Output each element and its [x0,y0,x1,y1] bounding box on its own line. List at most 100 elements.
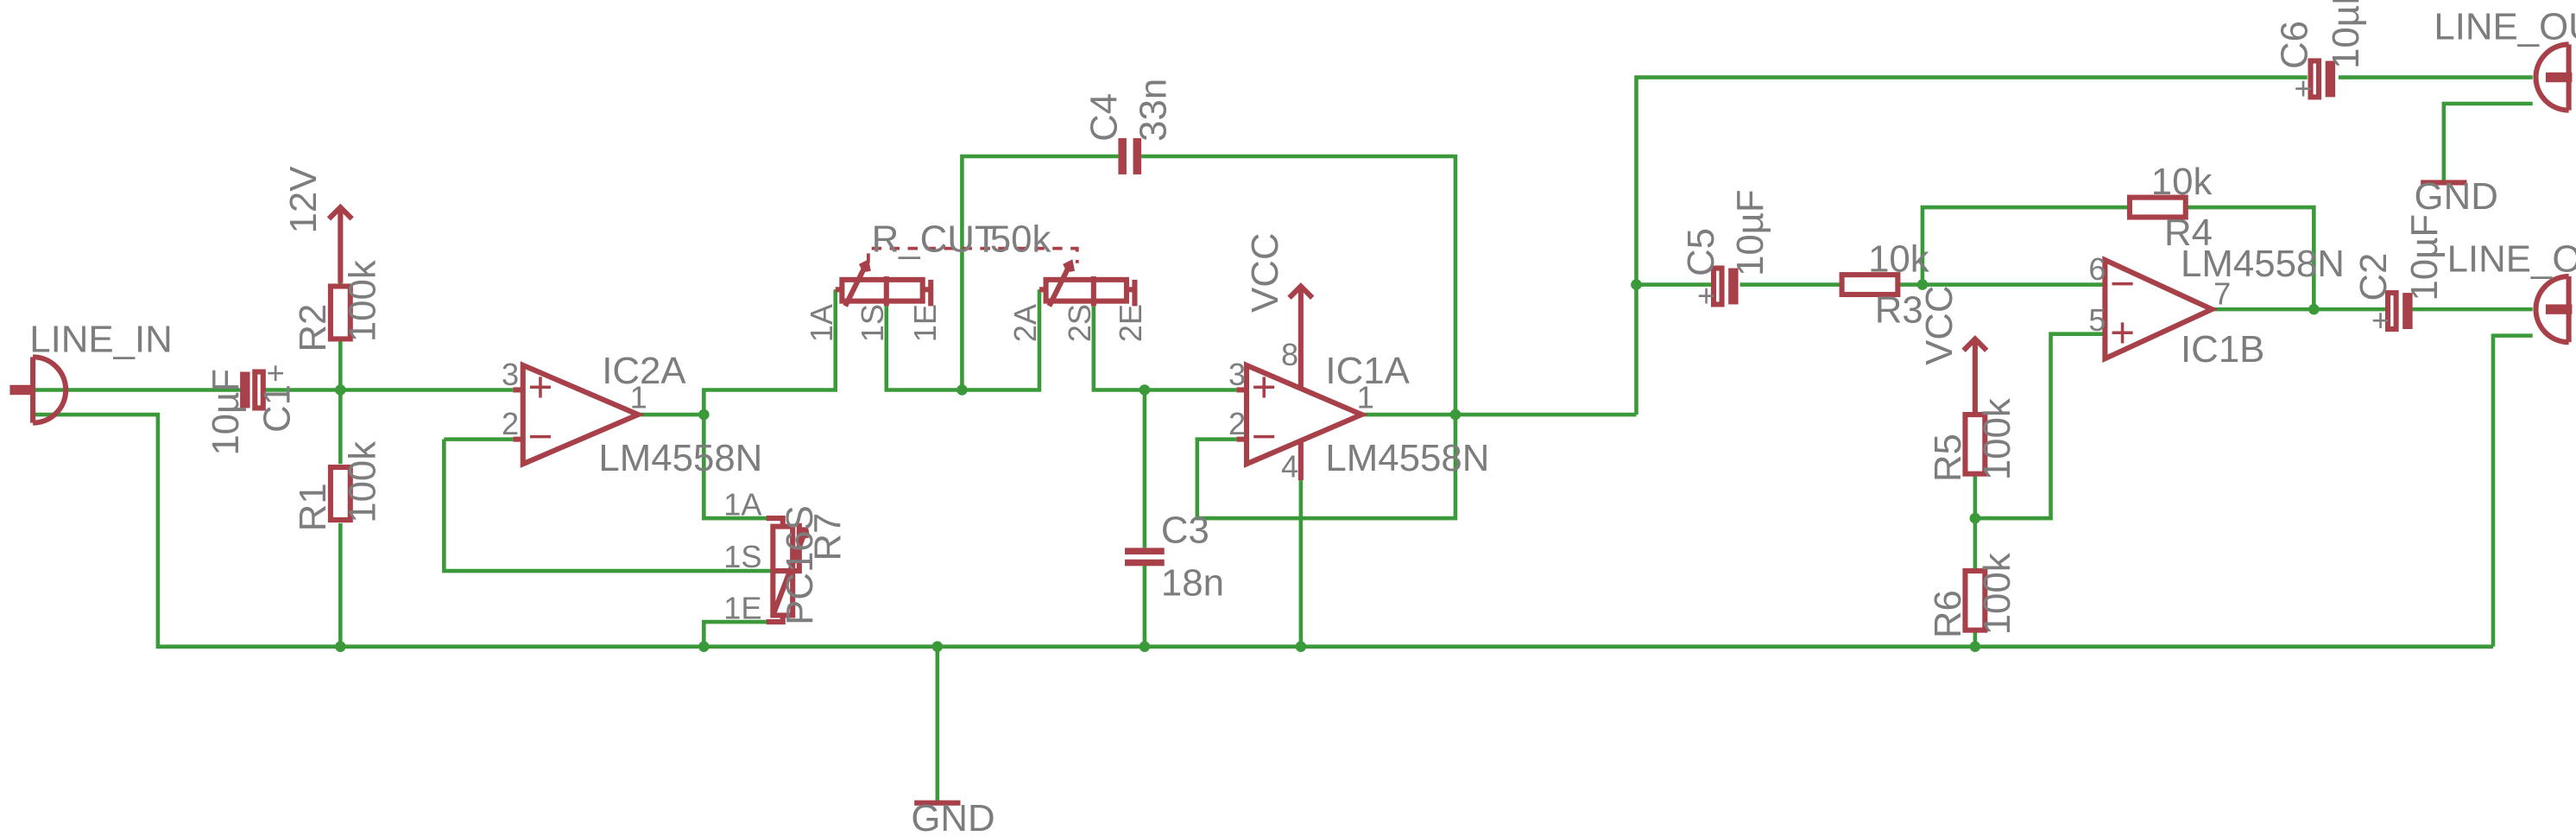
junction [335,641,346,652]
r-cut-value: 50k [990,218,1051,260]
junction [931,641,944,652]
potentiometer-r7: 1A 1S 1E PC16S R7 [723,486,849,625]
resistor-r5: R5 100k [1927,398,2018,482]
junction [1631,279,1642,290]
svg-text:−: − [2110,260,2135,307]
r7-value: PC16S [779,505,821,625]
c4-name: C4 [1083,93,1125,142]
pin-label: 7 [2213,276,2231,311]
pin-label: 2 [1228,406,1246,441]
12v-label: 12V [282,166,325,234]
pin-label: 2E [1113,304,1148,342]
pin-label: 3 [502,357,519,392]
svg-text:+: + [1252,364,1277,411]
ground-symbol: GND [911,797,994,836]
ic1b-name: IC1B [2181,328,2264,370]
r1-value: 100k [341,441,383,523]
svg-text:−: − [528,413,553,460]
capacitor-c5: + C5 10µF [1680,189,1771,313]
potentiometer-r-cut: R_CUT 50k 1A 1S 1E 2A 2S 2E [804,218,1148,342]
r4-value: 10k [2151,161,2213,203]
vcc-label: VCC [1244,232,1286,312]
pin-label: 5 [2088,302,2106,338]
supply-vcc-1: VCC [1244,232,1315,349]
junction [1449,408,1462,421]
line-in-jack: LINE_IN [9,319,173,426]
r5-name: R5 [1927,434,1969,482]
pin-label: 2A [1007,303,1043,342]
ic1a-value: LM4558N [1325,437,1489,479]
pin-label: 1S [723,539,761,574]
pin-label: 1E [907,304,943,342]
opamp-ic1b: − + 6 5 7 LM4558N IC1B [2088,243,2345,370]
pin-label: 2 [502,406,519,441]
r5-value: 100k [1976,398,2018,480]
junction [1969,641,1981,652]
svg-text:+: + [2371,302,2390,338]
line-out1-jack: LINE_OUT1 [2434,6,2576,113]
pin-label: 1 [1357,379,1374,415]
ground-symbol-top: GND [2415,175,2498,218]
capacitor-c1: + 10µF C1 [205,355,298,456]
pin-label: 1E [723,590,761,625]
pin-label: 8 [1281,337,1298,372]
c5-value: 10µF [1729,189,1771,276]
pin-label: 4 [1281,448,1298,484]
pin-label: 1S [855,304,890,342]
capacitor-c3: C3 18n [1125,510,1224,605]
svg-text:+: + [2110,309,2135,357]
line-in-label: LINE_IN [29,319,173,361]
c3-value: 18n [1161,562,1224,605]
junction [1969,512,1981,524]
junction [1139,384,1151,396]
resistor-r4: 10k R4 [2126,161,2213,254]
r-cut-name: R_CUT [872,218,998,260]
resistor-r1: R1 100k [292,441,383,532]
c1-name: C1 [256,384,298,433]
junction [957,384,968,396]
junction [1916,279,1929,290]
line-out-jack: LINE_OUT [2447,238,2576,345]
junction [335,384,346,396]
opamp-ic1a: + − 3 2 1 8 4 IC1A LM4558N [1228,337,1489,484]
pin-label: 1A [804,303,839,342]
pin-label: 3 [1228,357,1246,392]
r6-value: 100k [1976,553,2018,635]
c6-name: C6 [2274,21,2316,69]
pin-label: 1 [630,379,647,415]
junction [2308,303,2320,315]
svg-text:+: + [528,364,553,411]
pin-label: 6 [2088,251,2106,287]
junctions [335,279,2320,652]
c1-value: 10µF [205,369,247,456]
capacitor-c4: C4 33n [1083,79,1175,174]
r3-value: 10k [1868,238,1929,280]
r6-name: R6 [1927,590,1969,638]
ic2a-name: IC2A [602,350,686,392]
svg-text:+: + [1697,277,1715,313]
svg-text:+: + [267,355,285,390]
ic1a-name: IC1A [1325,350,1410,392]
ic1b-value: LM4558N [2181,243,2345,285]
c2-value: 10µF [2403,214,2446,301]
resistor-r6: R6 100k [1927,553,2018,638]
c5-name: C5 [1680,228,1722,276]
c6-value: 10µF [2325,0,2367,69]
pin-label: 1A [723,486,762,522]
r4-name: R4 [2164,212,2213,254]
junction [698,641,710,652]
c4-value: 33n [1133,79,1175,142]
supply-12v: 12V [282,166,354,283]
line-out1-label: LINE_OUT1 [2434,6,2576,48]
supply-vcc-2: VCC [1918,285,1989,415]
junction [698,408,710,421]
resistor-r2: R2 100k [292,260,383,352]
svg-text:−: − [1252,413,1277,460]
opamp-ic2a: + − 3 2 1 IC2A LM4558N [502,350,762,479]
r1-name: R1 [292,483,334,531]
svg-text:+: + [2294,70,2312,105]
vcc-label: VCC [1918,285,1960,364]
capacitor-c6: + C6 10µF [2274,0,2367,105]
pin-label: 2S [1062,304,1097,342]
